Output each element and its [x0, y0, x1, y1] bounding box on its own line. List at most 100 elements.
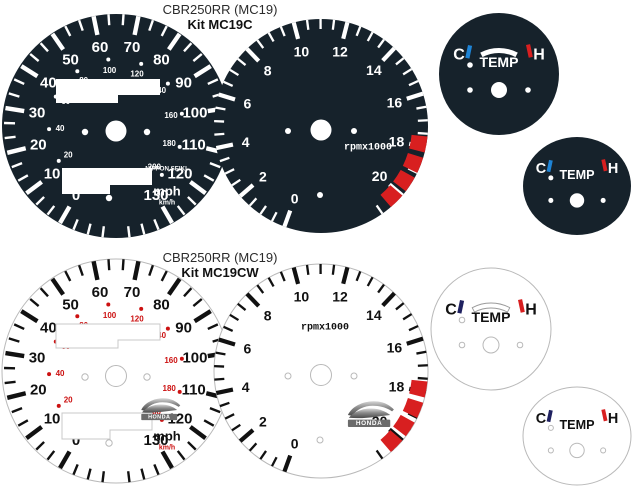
gauge-label: 14	[366, 62, 382, 78]
kmh-tick-dot	[178, 145, 182, 149]
indicator-hole-bottom	[317, 192, 323, 198]
gauge-label: 110	[182, 137, 206, 154]
gauge-label: 4	[242, 134, 250, 150]
gauge-label: NIPPON SEIKI	[145, 166, 187, 173]
gauge-label: H	[533, 47, 545, 64]
gauge-label: TEMP	[559, 418, 594, 432]
gauge-label: rpmx1000	[301, 323, 349, 334]
indicator-hole-bottom	[317, 437, 323, 443]
dial-face	[439, 13, 559, 135]
gauge-label: 30	[29, 350, 46, 367]
gauge-label: 20	[64, 396, 73, 405]
gauge-label: 0	[291, 190, 299, 206]
gauge-label: 40	[56, 369, 65, 378]
gauge-label: 50	[62, 297, 79, 314]
gauge-label: 6	[244, 340, 252, 356]
dial-face	[523, 137, 631, 235]
gauge-label: 70	[124, 39, 141, 56]
gauge-label: H	[608, 411, 618, 427]
kmh-tick-dot	[178, 390, 182, 394]
indicator-hole-right	[351, 128, 357, 134]
dial-face	[523, 387, 631, 485]
gauge-label: 120	[130, 70, 144, 79]
indicator-hole-bottom	[106, 440, 112, 446]
gauge-label: 10	[44, 166, 61, 183]
indicator-hole-right	[144, 374, 150, 380]
gauge-label: rpmx1000	[344, 143, 392, 154]
needle-hub-hole	[311, 120, 332, 141]
gauge-label: 8	[264, 62, 272, 78]
indicator-hole-left	[459, 342, 465, 348]
gauge-label: 80	[153, 297, 170, 314]
indicator-hole-left	[548, 198, 553, 203]
kmh-tick-dot	[180, 112, 184, 116]
indicator-hole-bottom	[106, 195, 112, 201]
kmh-tick-dot	[47, 372, 51, 376]
indicator-hole-left	[548, 448, 553, 453]
indicator-hole-right	[601, 448, 606, 453]
indicator-hole-right	[525, 87, 531, 93]
gauge-label: 180	[163, 384, 177, 393]
gauge-label: TEMP	[480, 54, 519, 70]
gauge-label: 2	[259, 168, 267, 184]
kmh-tick-dot	[139, 307, 143, 311]
kmh-tick-dot	[166, 82, 170, 86]
indicator-hole-left	[285, 128, 291, 134]
honda-wordmark: HONDA	[148, 414, 170, 420]
kmh-tick-dot	[180, 357, 184, 361]
gauge-label: 50	[62, 52, 79, 69]
gauge-label: 40	[40, 320, 57, 337]
temp-gauge-dark-large[interactable]: C H TEMP	[438, 12, 560, 136]
gauge-label: 30	[29, 105, 46, 122]
gauge-label: 110	[182, 382, 206, 399]
indicator-hole-upper	[548, 175, 553, 180]
gauge-label: 80	[153, 52, 170, 69]
gauge-label: C	[445, 302, 457, 319]
gauge-label: 100	[103, 66, 117, 75]
gauge-label: 6	[244, 95, 252, 111]
indicator-hole-left	[285, 373, 291, 379]
gauge-label: 12	[332, 288, 348, 304]
gauge-label: 100	[182, 350, 207, 367]
needle-hub-hole	[491, 82, 507, 98]
needle-hub-hole	[106, 121, 127, 142]
needle-hub-hole	[570, 193, 584, 207]
indicator-hole-left	[467, 87, 473, 93]
indicator-hole-upper	[467, 62, 473, 68]
speedometer-white[interactable]: 0102030405060708090100110120130204060801…	[0, 258, 232, 484]
gauge-label: 18	[389, 378, 405, 394]
gauge-label: km/h	[159, 445, 175, 452]
gauge-label: km/h	[159, 200, 175, 207]
gauge-label: 120	[130, 315, 144, 324]
indicator-hole-right	[517, 342, 523, 348]
kmh-tick-dot	[139, 62, 143, 66]
gauge-label: 40	[40, 75, 57, 92]
speedometer-dark[interactable]: 0102030405060708090100110120130204060801…	[0, 13, 232, 239]
kmh-tick-dot	[75, 314, 79, 318]
gauge-label: 20	[372, 168, 388, 184]
gauge-label: 20	[64, 151, 73, 160]
indicator-hole-left	[82, 129, 88, 135]
gauge-label: 100	[182, 105, 207, 122]
tachometer-white[interactable]: 02468101214161820rpmx1000HONDA	[213, 263, 433, 481]
gauge-label: C	[536, 161, 547, 177]
gauge-label: 20	[30, 382, 47, 399]
gauge-label: 0	[291, 435, 299, 451]
indicator-hole-right	[144, 129, 150, 135]
gauge-label: 60	[92, 39, 109, 56]
gauge-label: C	[453, 47, 465, 64]
gauge-label: 160	[164, 111, 178, 120]
gauge-label: 8	[264, 307, 272, 323]
gauge-label: TEMP	[472, 309, 511, 325]
kmh-tick-dot	[75, 69, 79, 73]
indicator-hole-right	[601, 198, 606, 203]
indicator-hole-upper	[459, 317, 465, 323]
gauge-label: 40	[56, 124, 65, 133]
gauge-label: 12	[332, 43, 348, 59]
needle-hub-hole	[570, 443, 584, 457]
gauge-label: 10	[294, 44, 310, 60]
